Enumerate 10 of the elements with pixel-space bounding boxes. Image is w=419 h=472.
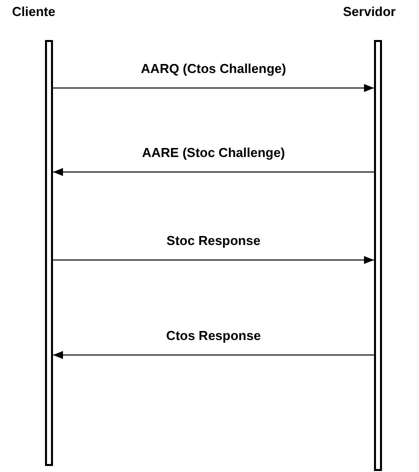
message-label: Stoc Response	[164, 233, 262, 248]
message-label: AARE (Stoc Challenge)	[140, 145, 287, 160]
message-label: AARQ (Ctos Challenge)	[138, 61, 288, 76]
participant-label: Servidor	[343, 4, 396, 19]
message-arrow	[52, 84, 374, 92]
message-label: Ctos Response	[164, 328, 263, 343]
message-arrow	[52, 256, 374, 264]
participant-label: Cliente	[12, 4, 56, 19]
message-arrow	[52, 351, 374, 359]
message-arrow	[52, 168, 374, 176]
